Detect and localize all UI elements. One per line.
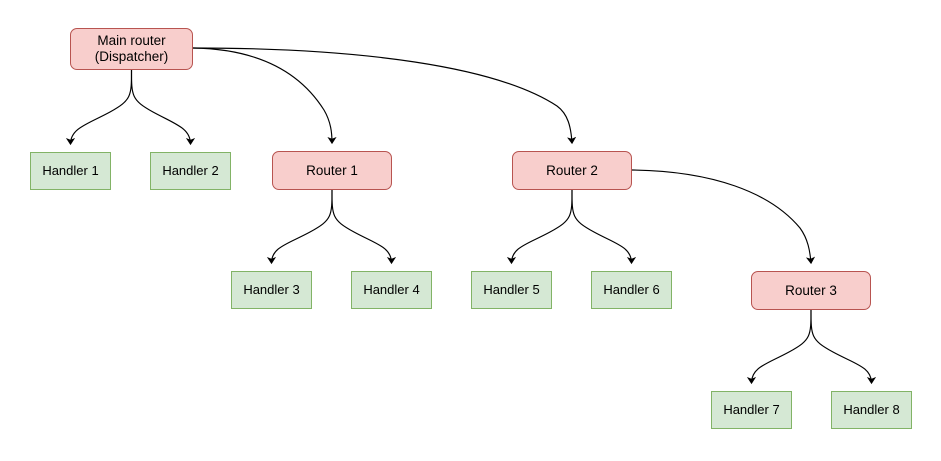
node-label-handler-4: Handler 4	[363, 282, 420, 298]
edge-main-to-router-2	[192, 47, 577, 145]
edges-group	[65, 47, 877, 385]
node-handler-4[interactable]: Handler 4	[351, 271, 432, 309]
edge-router-3-to-handler-8	[810, 309, 877, 385]
edge-router-3-to-handler-7	[746, 309, 812, 385]
node-label-main-router: Main router (Dispatcher)	[94, 33, 169, 64]
node-label-handler-3: Handler 3	[243, 282, 300, 298]
node-label-handler-6: Handler 6	[603, 282, 660, 298]
node-router-1[interactable]: Router 1	[272, 151, 392, 190]
edge-router-2-to-router-3	[631, 169, 816, 265]
edge-main-to-handler-2	[130, 69, 196, 146]
node-label-handler-7: Handler 7	[723, 402, 780, 418]
node-label-handler-5: Handler 5	[483, 282, 540, 298]
node-label-router-3: Router 3	[785, 282, 837, 298]
edge-router-1-to-handler-4	[331, 189, 397, 265]
edge-router-2-to-handler-5	[506, 189, 573, 265]
edge-router-1-to-handler-3	[266, 189, 333, 265]
edge-main-to-router-1	[192, 47, 337, 145]
edge-router-2-to-handler-6	[571, 189, 637, 265]
node-handler-5[interactable]: Handler 5	[471, 271, 552, 309]
node-handler-8[interactable]: Handler 8	[831, 391, 912, 429]
node-label-handler-2: Handler 2	[162, 163, 219, 179]
node-router-3[interactable]: Router 3	[751, 271, 871, 310]
node-handler-3[interactable]: Handler 3	[231, 271, 312, 309]
node-label-handler-8: Handler 8	[843, 402, 900, 418]
node-handler-6[interactable]: Handler 6	[591, 271, 672, 309]
node-router-2[interactable]: Router 2	[512, 151, 632, 190]
node-label-router-1: Router 1	[306, 162, 358, 178]
node-handler-2[interactable]: Handler 2	[150, 152, 231, 190]
node-handler-1[interactable]: Handler 1	[30, 152, 111, 190]
node-label-handler-1: Handler 1	[42, 163, 99, 179]
node-label-router-2: Router 2	[546, 162, 598, 178]
node-handler-7[interactable]: Handler 7	[711, 391, 792, 429]
node-main-router[interactable]: Main router (Dispatcher)	[70, 28, 193, 70]
edge-main-to-handler-1	[65, 69, 133, 146]
